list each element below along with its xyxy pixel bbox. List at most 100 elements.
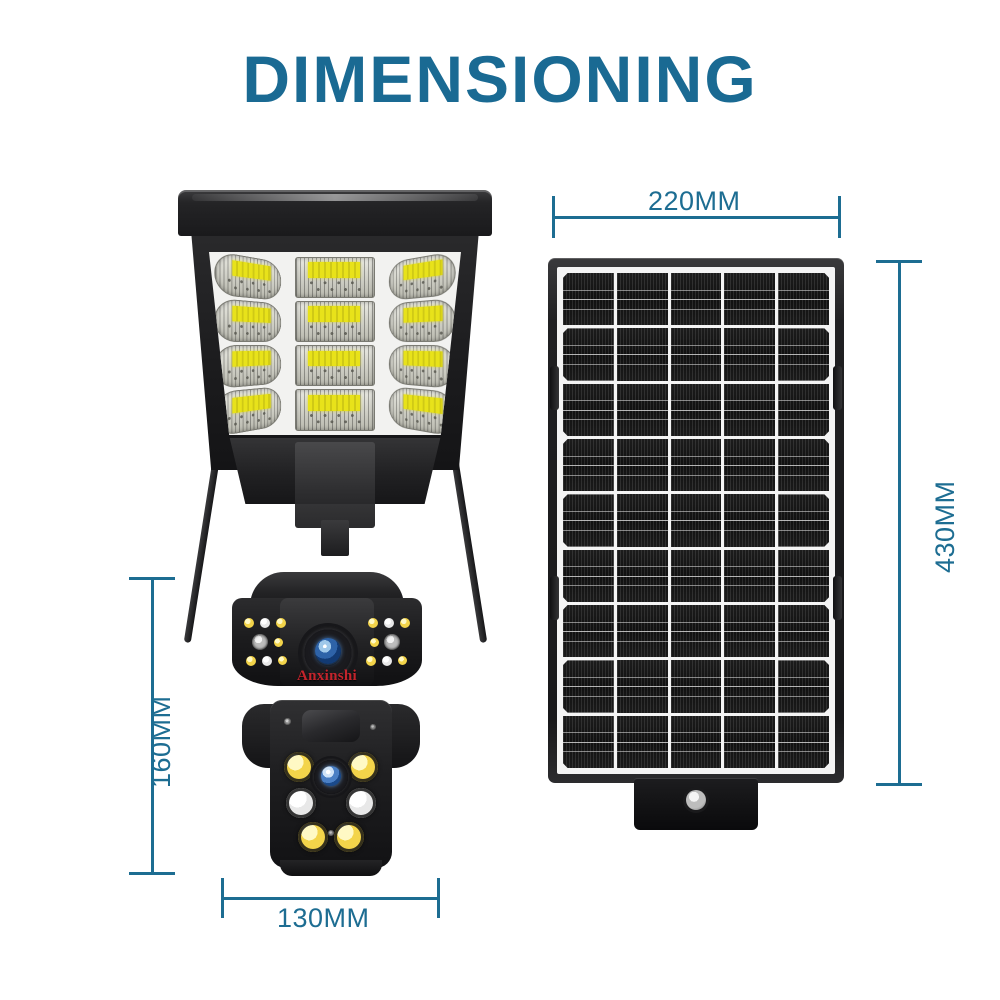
cell-busbar bbox=[616, 409, 668, 411]
cell-busbar bbox=[778, 741, 829, 743]
led-faceplate bbox=[209, 252, 461, 435]
led-module bbox=[295, 345, 375, 387]
frame-clip-left-upper bbox=[550, 366, 559, 410]
solar-cell bbox=[670, 273, 722, 326]
warm-led-right-2 bbox=[400, 618, 410, 628]
solar-cell bbox=[778, 660, 829, 713]
cell-busbar bbox=[616, 686, 668, 688]
dim-cap-camera-height-bottom bbox=[129, 872, 175, 875]
solar-cell bbox=[670, 438, 722, 492]
led-reflector-dots bbox=[303, 277, 367, 294]
led-reflector-dots bbox=[222, 365, 275, 385]
led-reflector-dots bbox=[395, 365, 448, 385]
cell-busbar bbox=[724, 686, 776, 688]
cell-busbar bbox=[563, 575, 614, 577]
dim-label-camera-width: 130MM bbox=[277, 903, 370, 933]
dim-cap-solar-height-bottom bbox=[876, 783, 922, 786]
street-light-fixture bbox=[175, 190, 495, 644]
solar-cell bbox=[778, 604, 829, 658]
led-module bbox=[388, 344, 456, 390]
solar-cell bbox=[778, 438, 829, 492]
cell-busbar bbox=[563, 409, 614, 411]
cell-busbar bbox=[563, 520, 614, 522]
solar-panel bbox=[548, 258, 844, 783]
warm-led-left-3 bbox=[274, 638, 283, 647]
fixture-mount-neck bbox=[321, 520, 349, 556]
cell-busbar bbox=[616, 575, 668, 577]
cell-busbar bbox=[616, 520, 668, 522]
cell-busbar bbox=[724, 465, 776, 467]
solar-cell bbox=[563, 604, 614, 658]
brand-logo: Anxinshi bbox=[297, 668, 357, 684]
solar-cell bbox=[616, 715, 668, 768]
dim-cap-solar-width-left bbox=[552, 196, 555, 238]
led-reflector-dots bbox=[395, 321, 448, 339]
solar-cell bbox=[616, 273, 668, 326]
warm-led-left-5 bbox=[278, 656, 287, 665]
cell-busbar bbox=[778, 409, 829, 411]
dim-cap-camera-width-right bbox=[437, 878, 440, 918]
solar-panel-mount-bracket bbox=[634, 778, 758, 830]
mic-hole-icon bbox=[370, 724, 376, 730]
led-reflector-dots bbox=[303, 366, 367, 383]
dim-label-solar-height: 430MM bbox=[930, 480, 960, 573]
white-led-left-1 bbox=[260, 618, 270, 628]
bracket-bolt-icon bbox=[686, 790, 706, 810]
warm-led-right-5 bbox=[398, 656, 407, 665]
solar-cell bbox=[670, 494, 722, 547]
led-reflector-dots bbox=[222, 407, 275, 431]
white-led-right-1 bbox=[384, 618, 394, 628]
solar-cell bbox=[724, 383, 776, 436]
solar-cell bbox=[616, 604, 668, 658]
led-module bbox=[214, 252, 282, 301]
sensor-window bbox=[302, 710, 360, 742]
camera-base-foot bbox=[280, 860, 382, 876]
warm-led-right-3 bbox=[370, 638, 379, 647]
led-phosphor-strip bbox=[403, 305, 444, 323]
cell-busbar bbox=[563, 299, 614, 301]
dim-line-camera-width bbox=[221, 897, 439, 900]
cell-busbar bbox=[778, 299, 829, 301]
cell-busbar bbox=[670, 299, 722, 301]
cell-busbar bbox=[563, 741, 614, 743]
cell-busbar bbox=[616, 741, 668, 743]
solar-cell bbox=[724, 328, 776, 381]
solar-cell bbox=[778, 328, 829, 381]
antenna-arm-right bbox=[449, 444, 488, 644]
cell-busbar bbox=[616, 354, 668, 356]
solar-panel-glass bbox=[557, 267, 835, 774]
cell-busbar bbox=[670, 409, 722, 411]
warm-led-left-2 bbox=[276, 618, 286, 628]
led-phosphor-strip bbox=[308, 262, 360, 278]
camera-upper-module: Anxinshi bbox=[232, 572, 422, 712]
white-spotlight-mid-right bbox=[346, 788, 376, 818]
cell-busbar bbox=[670, 465, 722, 467]
solar-cell bbox=[670, 328, 722, 381]
hood-sheen bbox=[192, 194, 478, 201]
warm-spotlight-top-left bbox=[284, 752, 314, 782]
cell-busbar bbox=[670, 520, 722, 522]
cell-busbar bbox=[778, 354, 829, 356]
frame-clip-right-lower bbox=[833, 576, 842, 620]
solar-cell bbox=[724, 660, 776, 713]
cell-busbar bbox=[563, 686, 614, 688]
led-module bbox=[295, 256, 375, 298]
warm-spotlight-bottom-left bbox=[298, 822, 328, 852]
led-module bbox=[214, 344, 282, 390]
cell-busbar bbox=[616, 465, 668, 467]
solar-cell bbox=[778, 383, 829, 436]
cell-busbar bbox=[778, 631, 829, 633]
warm-spotlight-top-right bbox=[348, 752, 378, 782]
solar-cell bbox=[724, 494, 776, 547]
solar-cell bbox=[724, 549, 776, 602]
white-led-right-2 bbox=[382, 656, 392, 666]
camera-upper-lens bbox=[301, 626, 355, 680]
cell-busbar bbox=[563, 465, 614, 467]
solar-cell bbox=[563, 494, 614, 547]
warm-led-left-4 bbox=[246, 656, 256, 666]
cell-busbar bbox=[724, 409, 776, 411]
solar-cell bbox=[778, 549, 829, 602]
dim-cap-solar-height-top bbox=[876, 260, 922, 263]
solar-cell bbox=[563, 715, 614, 768]
warm-led-left-1 bbox=[244, 618, 254, 628]
